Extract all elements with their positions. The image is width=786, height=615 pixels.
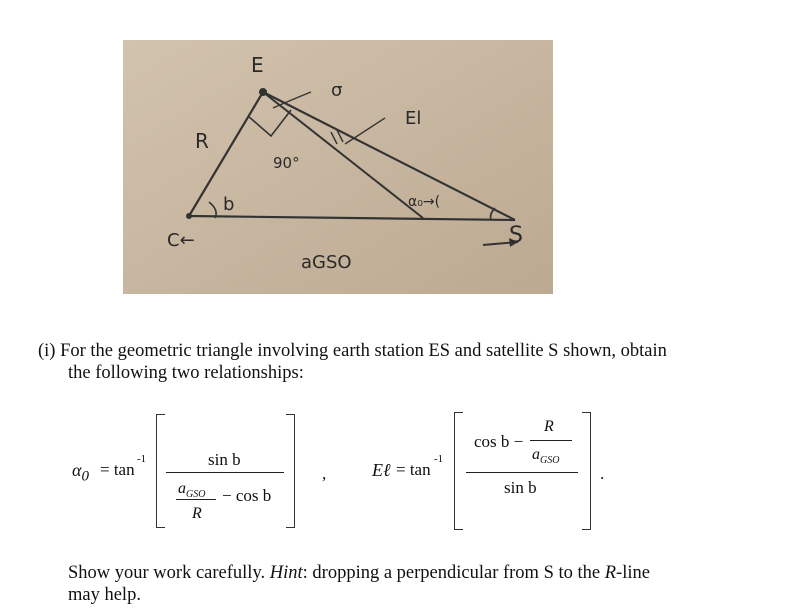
angle-b-arc bbox=[208, 201, 217, 219]
hint-paragraph: Show your work carefully. Hint: dropping… bbox=[68, 563, 650, 605]
eq2-sup: -1 bbox=[434, 453, 444, 465]
svg-text:C←: C← bbox=[167, 230, 195, 251]
eq1-left-bracket bbox=[156, 414, 165, 528]
eq1-tan: = tan bbox=[100, 460, 135, 479]
eq1-fraction-bar bbox=[166, 472, 284, 474]
eq2-fraction-bar bbox=[466, 472, 578, 474]
question-number: (i) bbox=[38, 341, 56, 361]
line-E-S bbox=[262, 91, 516, 221]
eq2-lhs: Eℓ bbox=[372, 460, 391, 480]
question-line2: the following two relationships: bbox=[68, 363, 304, 383]
eq1-numerator: sin b bbox=[208, 450, 241, 469]
triangle-diagram: E σ El R 90° b α₀→( C← S aGSO bbox=[123, 40, 553, 294]
svg-text:El: El bbox=[405, 108, 421, 129]
question-line1: For the geometric triangle involving ear… bbox=[60, 341, 667, 361]
eq1-sup: -1 bbox=[137, 453, 147, 465]
svg-text:E: E bbox=[251, 53, 264, 77]
question-paragraph: (i) For the geometric triangle involving… bbox=[38, 340, 758, 384]
eq2-right-bracket bbox=[582, 412, 591, 530]
right-angle-mark bbox=[247, 109, 292, 138]
line-C-S bbox=[188, 214, 516, 222]
eq2-tan: = tan bbox=[396, 460, 431, 479]
svg-text:90°: 90° bbox=[273, 154, 300, 172]
eq2-left-bracket bbox=[454, 412, 463, 530]
line-C-E bbox=[188, 91, 264, 217]
eq1-right-bracket bbox=[286, 414, 295, 528]
svg-text:σ: σ bbox=[331, 80, 342, 101]
svg-text:S: S bbox=[509, 223, 523, 248]
eq1-lhs: α bbox=[72, 460, 82, 480]
svg-text:α₀→(: α₀→( bbox=[408, 194, 440, 210]
svg-text:R: R bbox=[195, 129, 209, 153]
svg-text:b: b bbox=[223, 194, 234, 215]
separator-comma: , bbox=[322, 464, 327, 483]
diagram-photo: E σ El R 90° b α₀→( C← S aGSO bbox=[123, 40, 553, 294]
svg-text:aGSO: aGSO bbox=[301, 252, 352, 273]
